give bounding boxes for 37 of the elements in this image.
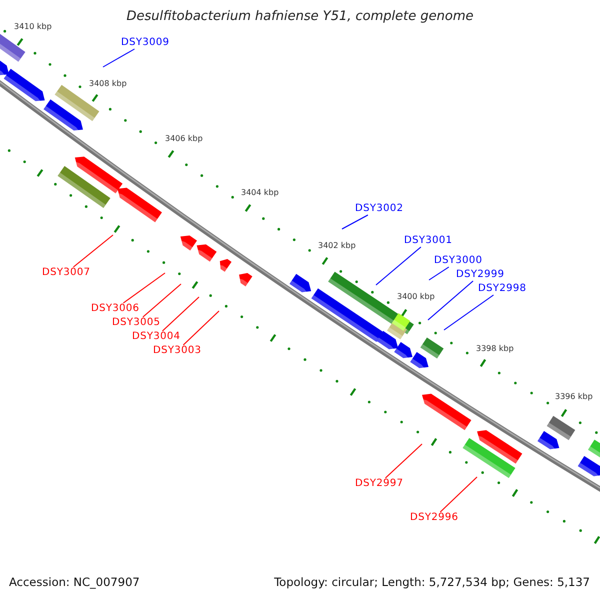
leader-line	[444, 294, 494, 330]
leader-line	[440, 476, 478, 512]
scale-label: 3402 kbp	[318, 241, 356, 251]
gene-label: DSY2998	[478, 283, 526, 295]
diagram-title: Desulfitobacterium hafniense Y51, complete genome	[125, 9, 474, 24]
gene-label: DSY3006	[91, 303, 140, 315]
leader-line	[428, 266, 450, 280]
gene-label: DSY2997	[355, 478, 404, 490]
leader-line	[376, 246, 422, 286]
scale-label: 3406 kbp	[165, 134, 203, 144]
leader-line	[102, 48, 135, 68]
gene-label: DSY3009	[121, 37, 170, 49]
leader-line	[122, 272, 166, 304]
scale-label: 3396 kbp	[555, 392, 593, 402]
scale-label: 3398 kbp	[476, 344, 514, 354]
scale-label: 3408 kbp	[89, 79, 127, 89]
gene-label: DSY3000	[434, 255, 482, 267]
genome-info-text: Topology: circular; Length: 5,727,534 bp; Genes: 5,137	[274, 575, 590, 589]
scale-label: 3410 kbp	[14, 22, 52, 32]
gene-label: DSY3002	[355, 203, 404, 215]
gene-label: DSY3001	[404, 235, 452, 247]
gene-label: DSY3004	[132, 331, 180, 343]
leader-line	[72, 234, 114, 268]
gene-label: DSY3003	[153, 345, 202, 357]
leader-line	[384, 444, 422, 478]
scale-label: 3404 kbp	[241, 188, 279, 198]
leader-line	[162, 296, 200, 332]
leader-line	[182, 310, 220, 346]
gene-label: DSY2996	[410, 512, 458, 524]
scale-label: 3400 kbp	[397, 292, 435, 302]
gene-label: DSY3007	[42, 267, 90, 279]
leader-line	[142, 284, 182, 318]
genome-info-text: Accession: NC_007907	[9, 575, 140, 589]
leader-line	[342, 214, 368, 230]
gene-label: DSY3005	[112, 317, 160, 329]
gene-label: DSY2999	[456, 269, 504, 281]
leader-line	[428, 280, 474, 320]
